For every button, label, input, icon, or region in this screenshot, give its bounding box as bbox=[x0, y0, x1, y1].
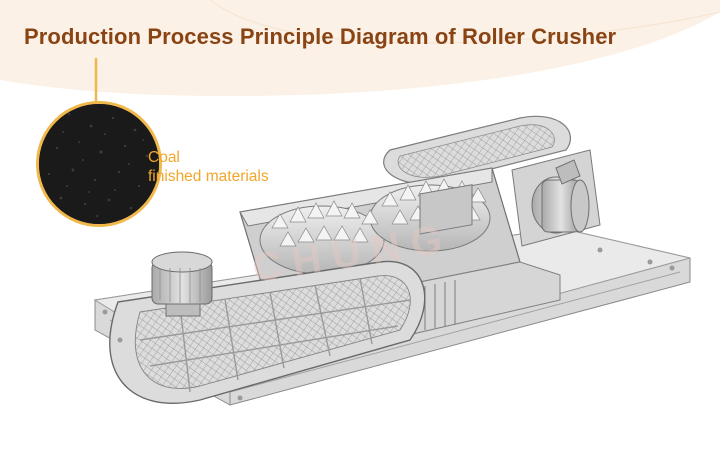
left-motor bbox=[151, 251, 213, 317]
rear-belt-cover bbox=[383, 115, 572, 185]
frame-bolts bbox=[102, 247, 675, 401]
diagram-title: Production Process Principle Diagram of … bbox=[24, 24, 617, 49]
coal-sample-image bbox=[36, 101, 162, 227]
coal-label-line1: Coal bbox=[148, 149, 180, 166]
coal-label-line2: finished materials bbox=[148, 168, 269, 185]
coal-label: Coal finished materials bbox=[148, 148, 269, 186]
right-motor bbox=[511, 149, 601, 247]
